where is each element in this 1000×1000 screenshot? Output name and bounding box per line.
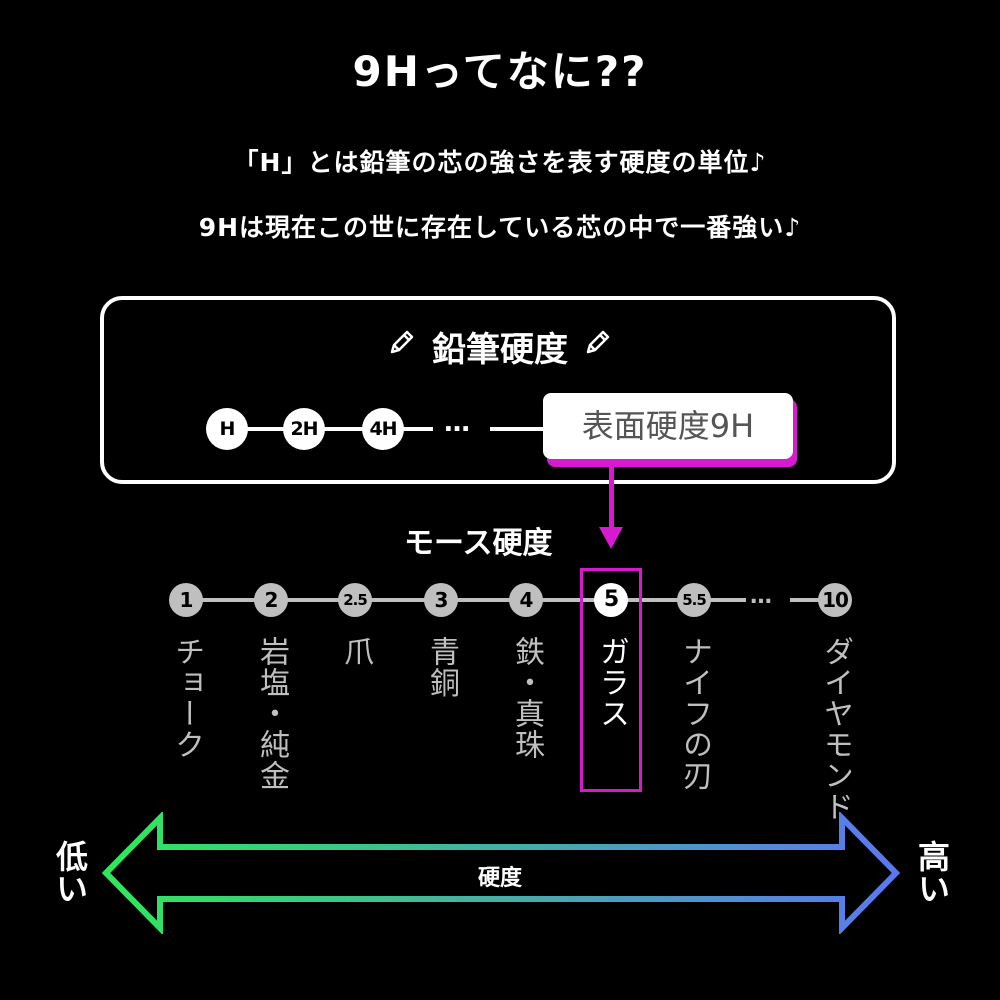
material-bronze: 青銅 xyxy=(424,636,459,698)
pencil-hardness-title: 鉛筆硬度 xyxy=(432,330,568,370)
hardness-double-arrow xyxy=(101,812,901,934)
mohs-node-2-5: 2.5 xyxy=(338,583,372,617)
pencil-scale-line xyxy=(228,427,433,431)
material-glass: ガラス xyxy=(594,636,629,729)
material-chalk: チョーク xyxy=(169,636,204,760)
surface-hardness-badge: 表面硬度9H xyxy=(543,393,793,459)
pointer-arrow-stem xyxy=(609,467,614,529)
mohs-scale-line xyxy=(186,598,746,602)
pencil-scale-ellipsis: … xyxy=(444,408,472,438)
high-label: 高い xyxy=(913,840,951,904)
material-knife-blade: ナイフの刃 xyxy=(677,636,712,791)
pencil-icon xyxy=(386,326,418,367)
mohs-scale-ellipsis: … xyxy=(750,584,772,609)
pencil-hardness-box xyxy=(100,296,896,484)
mohs-node-4: 4 xyxy=(509,583,543,617)
mohs-node-5-5: 5.5 xyxy=(677,583,711,617)
pencil-scale-line xyxy=(490,427,550,431)
pencil-node-2h: 2H xyxy=(283,408,325,450)
mohs-node-3: 3 xyxy=(424,583,458,617)
material-iron-pearl: 鉄・真珠 xyxy=(509,636,544,760)
mohs-scale-line xyxy=(790,598,835,602)
material-nail: 爪 xyxy=(338,636,373,667)
mohs-node-10: 10 xyxy=(818,583,852,617)
hardness-axis-label: 硬度 xyxy=(477,866,522,891)
subtitle-line-2: 9Hは現在この世に存在している芯の中で一番強い♪ xyxy=(198,213,802,242)
mohs-node-2: 2 xyxy=(254,583,288,617)
subtitle-line-1: 「H」とは鉛筆の芯の強さを表す硬度の単位♪ xyxy=(233,148,767,177)
mohs-node-1: 1 xyxy=(169,583,203,617)
pencil-node-h: H xyxy=(206,408,248,450)
glass-highlight-box xyxy=(580,568,642,792)
mohs-hardness-label: モース硬度 xyxy=(404,526,553,561)
pointer-arrow-head xyxy=(599,527,623,549)
mohs-node-5: 5 xyxy=(594,583,628,617)
low-label: 低い xyxy=(51,840,89,904)
pencil-hardness-header: 鉛筆硬度 xyxy=(0,322,1000,371)
pencil-node-4h: 4H xyxy=(362,408,404,450)
pencil-icon xyxy=(582,326,614,367)
page-title: 9Hってなに?? xyxy=(352,47,648,96)
material-diamond: ダイヤモンド xyxy=(818,636,853,822)
material-rock-salt-gold: 岩塩・純金 xyxy=(254,636,289,791)
